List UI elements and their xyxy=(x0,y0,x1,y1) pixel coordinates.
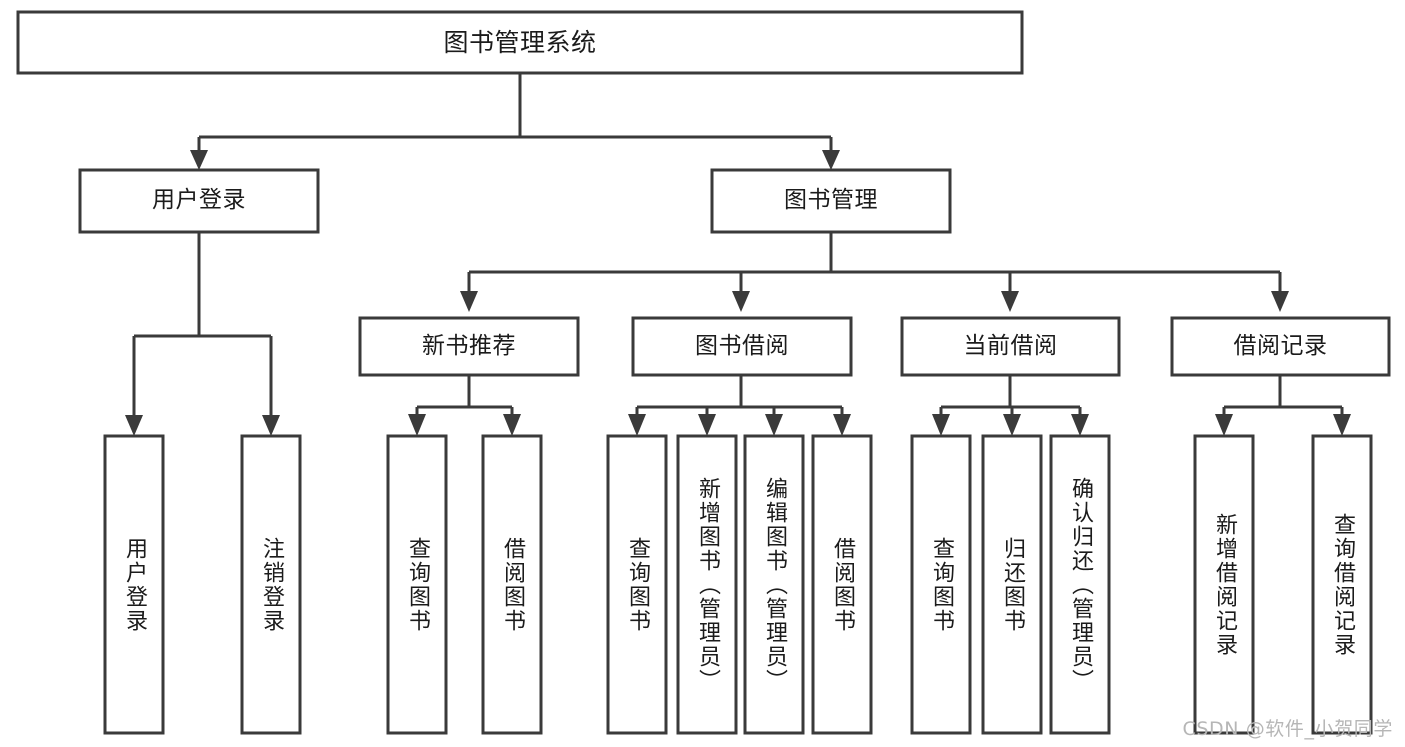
node-box-leaf-new-book-0[interactable] xyxy=(386,434,448,735)
node-box-new-book-recommend[interactable] xyxy=(358,316,580,377)
connector-borrow-record-to-leaves xyxy=(1215,375,1351,436)
node-box-book-borrow[interactable] xyxy=(631,316,853,377)
watermark-text: CSDN @软件_小贺同学 xyxy=(1182,718,1393,740)
node-box-leaf-borrow-record-0[interactable] xyxy=(1193,434,1255,735)
node-box-leaf-user-login-0[interactable] xyxy=(103,434,165,735)
node-box-leaf-book-borrow-2[interactable] xyxy=(743,434,805,735)
node-box-root[interactable] xyxy=(16,10,1024,75)
node-box-leaf-user-login-1[interactable] xyxy=(240,434,302,735)
node-box-leaf-current-borrow-2[interactable] xyxy=(1049,434,1111,735)
connector-root-to-level2 xyxy=(190,73,840,170)
node-box-borrow-record[interactable] xyxy=(1170,316,1391,377)
node-box-leaf-new-book-1[interactable] xyxy=(481,434,543,735)
connector-book-borrow-to-leaves xyxy=(628,375,851,436)
node-box-user-login[interactable] xyxy=(78,168,320,234)
node-box-leaf-current-borrow-0[interactable] xyxy=(910,434,972,735)
node-box-leaf-borrow-record-1[interactable] xyxy=(1311,434,1373,735)
connector-new-book-to-leaves xyxy=(408,375,521,436)
node-box-leaf-book-borrow-0[interactable] xyxy=(606,434,668,735)
connector-book-mgmt-to-level3 xyxy=(460,232,1289,312)
node-box-book-management[interactable] xyxy=(710,168,952,234)
node-box-leaf-book-borrow-3[interactable] xyxy=(811,434,873,735)
connector-current-borrow-to-leaves xyxy=(932,375,1089,436)
connector-user-login-to-leaves xyxy=(125,232,280,436)
node-box-leaf-book-borrow-1[interactable] xyxy=(676,434,738,735)
node-box-current-borrow[interactable] xyxy=(900,316,1121,377)
node-box-leaf-current-borrow-1[interactable] xyxy=(981,434,1043,735)
